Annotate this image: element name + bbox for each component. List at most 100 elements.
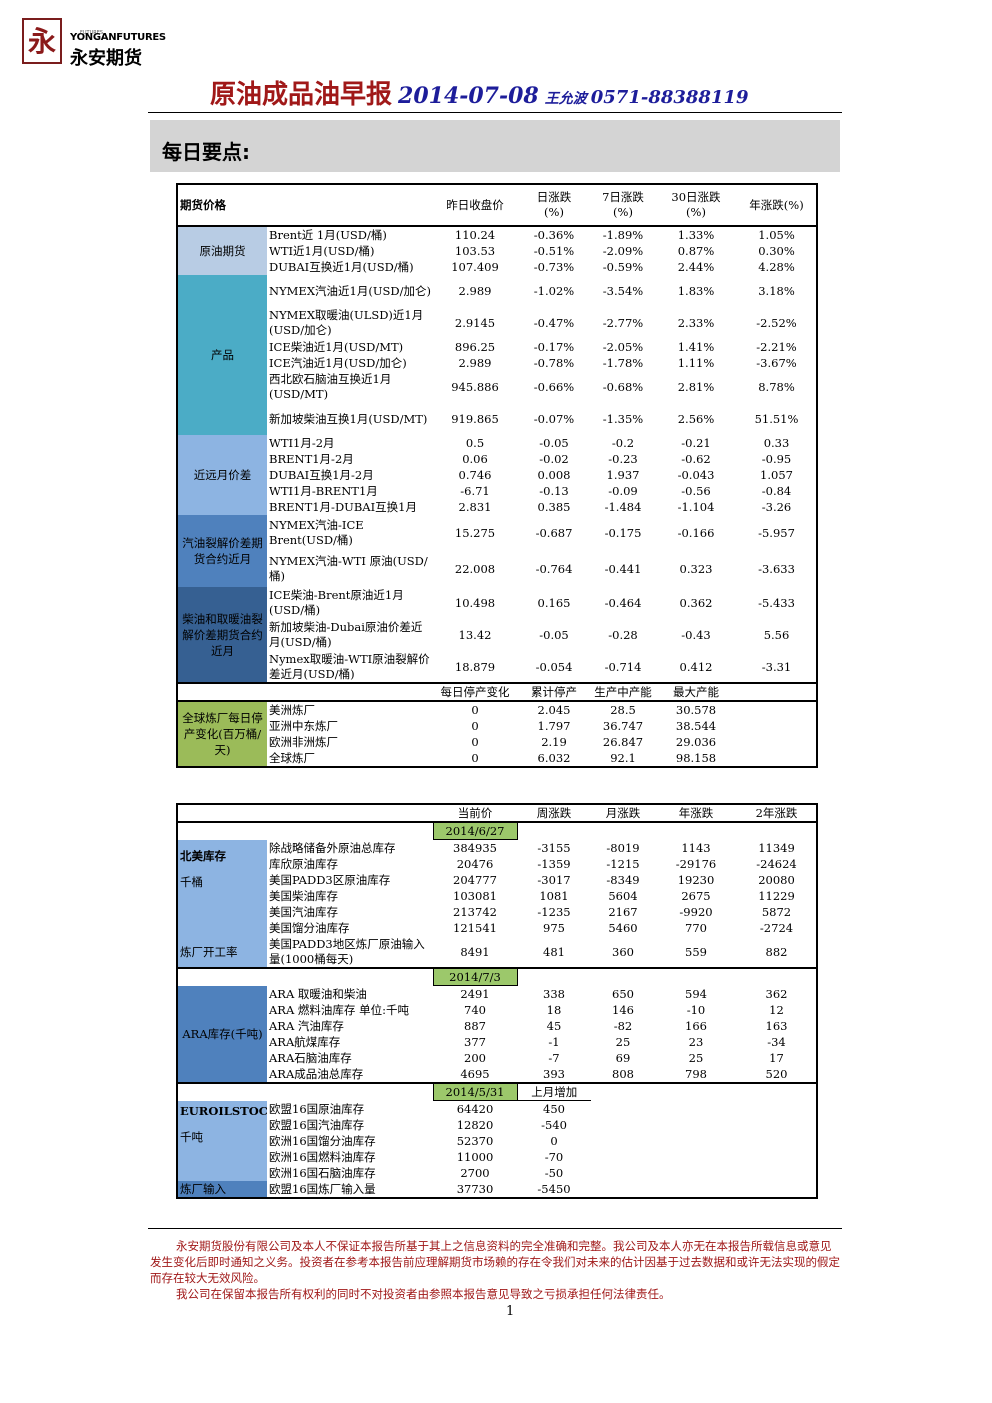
value-cell: 163 <box>765 1019 788 1033</box>
value-cell: 1143 <box>681 840 711 855</box>
value-cell: -3017 <box>537 873 571 887</box>
value-cell: -2.21% <box>756 340 797 354</box>
value-cell: 798 <box>685 1067 707 1081</box>
value-cell: 0.33 <box>763 436 790 450</box>
item-name: 亚洲中东炼厂 <box>269 719 338 733</box>
value-cell: 945.886 <box>451 380 499 394</box>
item-name: 欧盟16国炼厂输入量 <box>269 1182 376 1196</box>
value-cell: -0.73% <box>533 260 575 274</box>
report-author: 王允波 <box>544 91 587 107</box>
date-cell: 2014/6/27 <box>432 821 518 840</box>
group-label: 炼厂输入 <box>177 1181 267 1198</box>
value-cell: -1.35% <box>602 412 644 426</box>
company-logo: 永 FUTURES YONGANFUTURES 永安期货 <box>22 16 166 72</box>
value-cell: 2.831 <box>458 500 492 514</box>
report-phone: 0571-88388119 <box>590 87 749 108</box>
disclaimer-paragraph: 我公司在保留本报告所有权利的同时不对投资者由参照本报告意见导致之亏损承担任何法律… <box>176 1287 671 1301</box>
blank-cell <box>655 1181 737 1198</box>
item-name: NYMEX汽油-ICE Brent(USD/桶) <box>269 518 364 547</box>
value-cell: 0.06 <box>462 452 488 466</box>
value-cell: 770 <box>685 921 707 935</box>
value-cell: -70 <box>544 1150 564 1164</box>
value-cell: 107.409 <box>451 260 499 274</box>
value-cell: 975 <box>543 921 565 935</box>
value-cell: 808 <box>612 1067 634 1081</box>
item-name: 美国PADD3地区炼厂原油输入量(1000桶每天) <box>269 936 425 966</box>
item-name: 美洲炼厂 <box>269 703 315 717</box>
header-cell: 每日停产变化 <box>440 685 510 699</box>
group-label: 汽油裂解价差期货合约近月 <box>177 515 267 587</box>
group-label: 炼厂开工率 <box>177 936 267 968</box>
value-cell: 594 <box>685 986 707 1001</box>
value-cell: 45 <box>546 1019 562 1033</box>
item-name: 欧洲16国馏分油库存 <box>269 1134 376 1148</box>
value-cell: 1.33% <box>677 228 715 242</box>
value-cell: -0.43 <box>681 628 711 642</box>
item-name: BRENT1月-DUBAI互换1月 <box>269 499 417 514</box>
value-cell: 2.989 <box>458 284 492 298</box>
value-cell: -0.47% <box>533 316 575 330</box>
value-cell: -0.84 <box>761 484 792 498</box>
value-cell: 393 <box>543 1067 565 1081</box>
value-cell: 25 <box>688 1051 704 1065</box>
value-cell: 38.544 <box>675 719 717 733</box>
value-cell: 3.18% <box>758 284 795 298</box>
value-cell: -1.484 <box>604 500 642 514</box>
blank-cell <box>737 822 817 840</box>
value-cell: -0.56 <box>681 484 711 498</box>
value-cell: 650 <box>612 986 634 1001</box>
value-cell: 450 <box>543 1102 565 1116</box>
item-name: 欧洲16国燃料油库存 <box>269 1150 376 1164</box>
blank-cell <box>737 750 817 767</box>
value-cell: -0.2 <box>611 436 635 450</box>
item-name: 欧洲16国石脑油库存 <box>269 1166 376 1180</box>
value-cell: -3.633 <box>758 562 795 576</box>
item-name: 美国柴油库存 <box>269 889 338 903</box>
value-cell: 0 <box>550 1134 558 1148</box>
value-cell: -1.78% <box>602 356 644 370</box>
report-title-cn: 原油成品油早报 <box>210 80 393 110</box>
value-cell: -3155 <box>537 840 571 855</box>
value-cell: -5450 <box>537 1182 571 1196</box>
item-name: ARA石脑油库存 <box>269 1051 352 1065</box>
value-cell: 362 <box>765 986 788 1001</box>
value-cell: 1.057 <box>760 468 793 482</box>
blank-cell <box>737 718 817 734</box>
value-cell: -8349 <box>606 873 640 887</box>
value-cell: 5604 <box>608 889 638 903</box>
item-name: ARA 汽油库存 <box>269 1019 344 1033</box>
value-cell: 0.87% <box>677 244 715 258</box>
value-cell: -1235 <box>537 905 571 919</box>
value-cell: -10 <box>686 1003 706 1017</box>
value-cell: 18 <box>546 1003 562 1017</box>
value-cell: -0.07% <box>533 412 575 426</box>
value-cell: 0.362 <box>679 596 713 610</box>
value-cell: -0.764 <box>535 562 573 576</box>
value-cell: 213742 <box>453 905 497 919</box>
value-cell: 1.11% <box>677 356 715 370</box>
value-cell: 20476 <box>456 857 494 871</box>
header-cell: 月涨跌 <box>605 806 641 820</box>
value-cell: -0.36% <box>533 228 575 242</box>
value-cell: 0.385 <box>537 500 571 514</box>
disclaimer: 永安期货股份有限公司及本人不保证本报告所基于其上之信息资料的完全准确和完整。我公… <box>150 1238 840 1302</box>
table-row: ICE柴油近1月(USD/MT)896.25-0.17%-2.05%1.41%-… <box>177 339 817 355</box>
blank-cell <box>655 1165 737 1181</box>
value-cell: -0.51% <box>533 244 575 258</box>
group-label: 近远月价差 <box>177 435 267 515</box>
value-cell: 69 <box>615 1051 631 1065</box>
value-cell: -0.054 <box>535 659 573 674</box>
table-row: Nymex取暖油-WTI原油裂解价差近月(USD/桶)18.879-0.054-… <box>177 651 817 683</box>
value-cell: 5872 <box>761 905 792 919</box>
value-cell: 2.045 <box>537 703 571 717</box>
page-number: 1 <box>506 1304 515 1319</box>
value-cell: 28.5 <box>610 703 636 717</box>
blank-cell <box>655 1149 737 1165</box>
value-cell: 1.05% <box>758 228 795 242</box>
item-name: ARA 燃料油库存 单位:千吨 <box>269 1003 409 1017</box>
